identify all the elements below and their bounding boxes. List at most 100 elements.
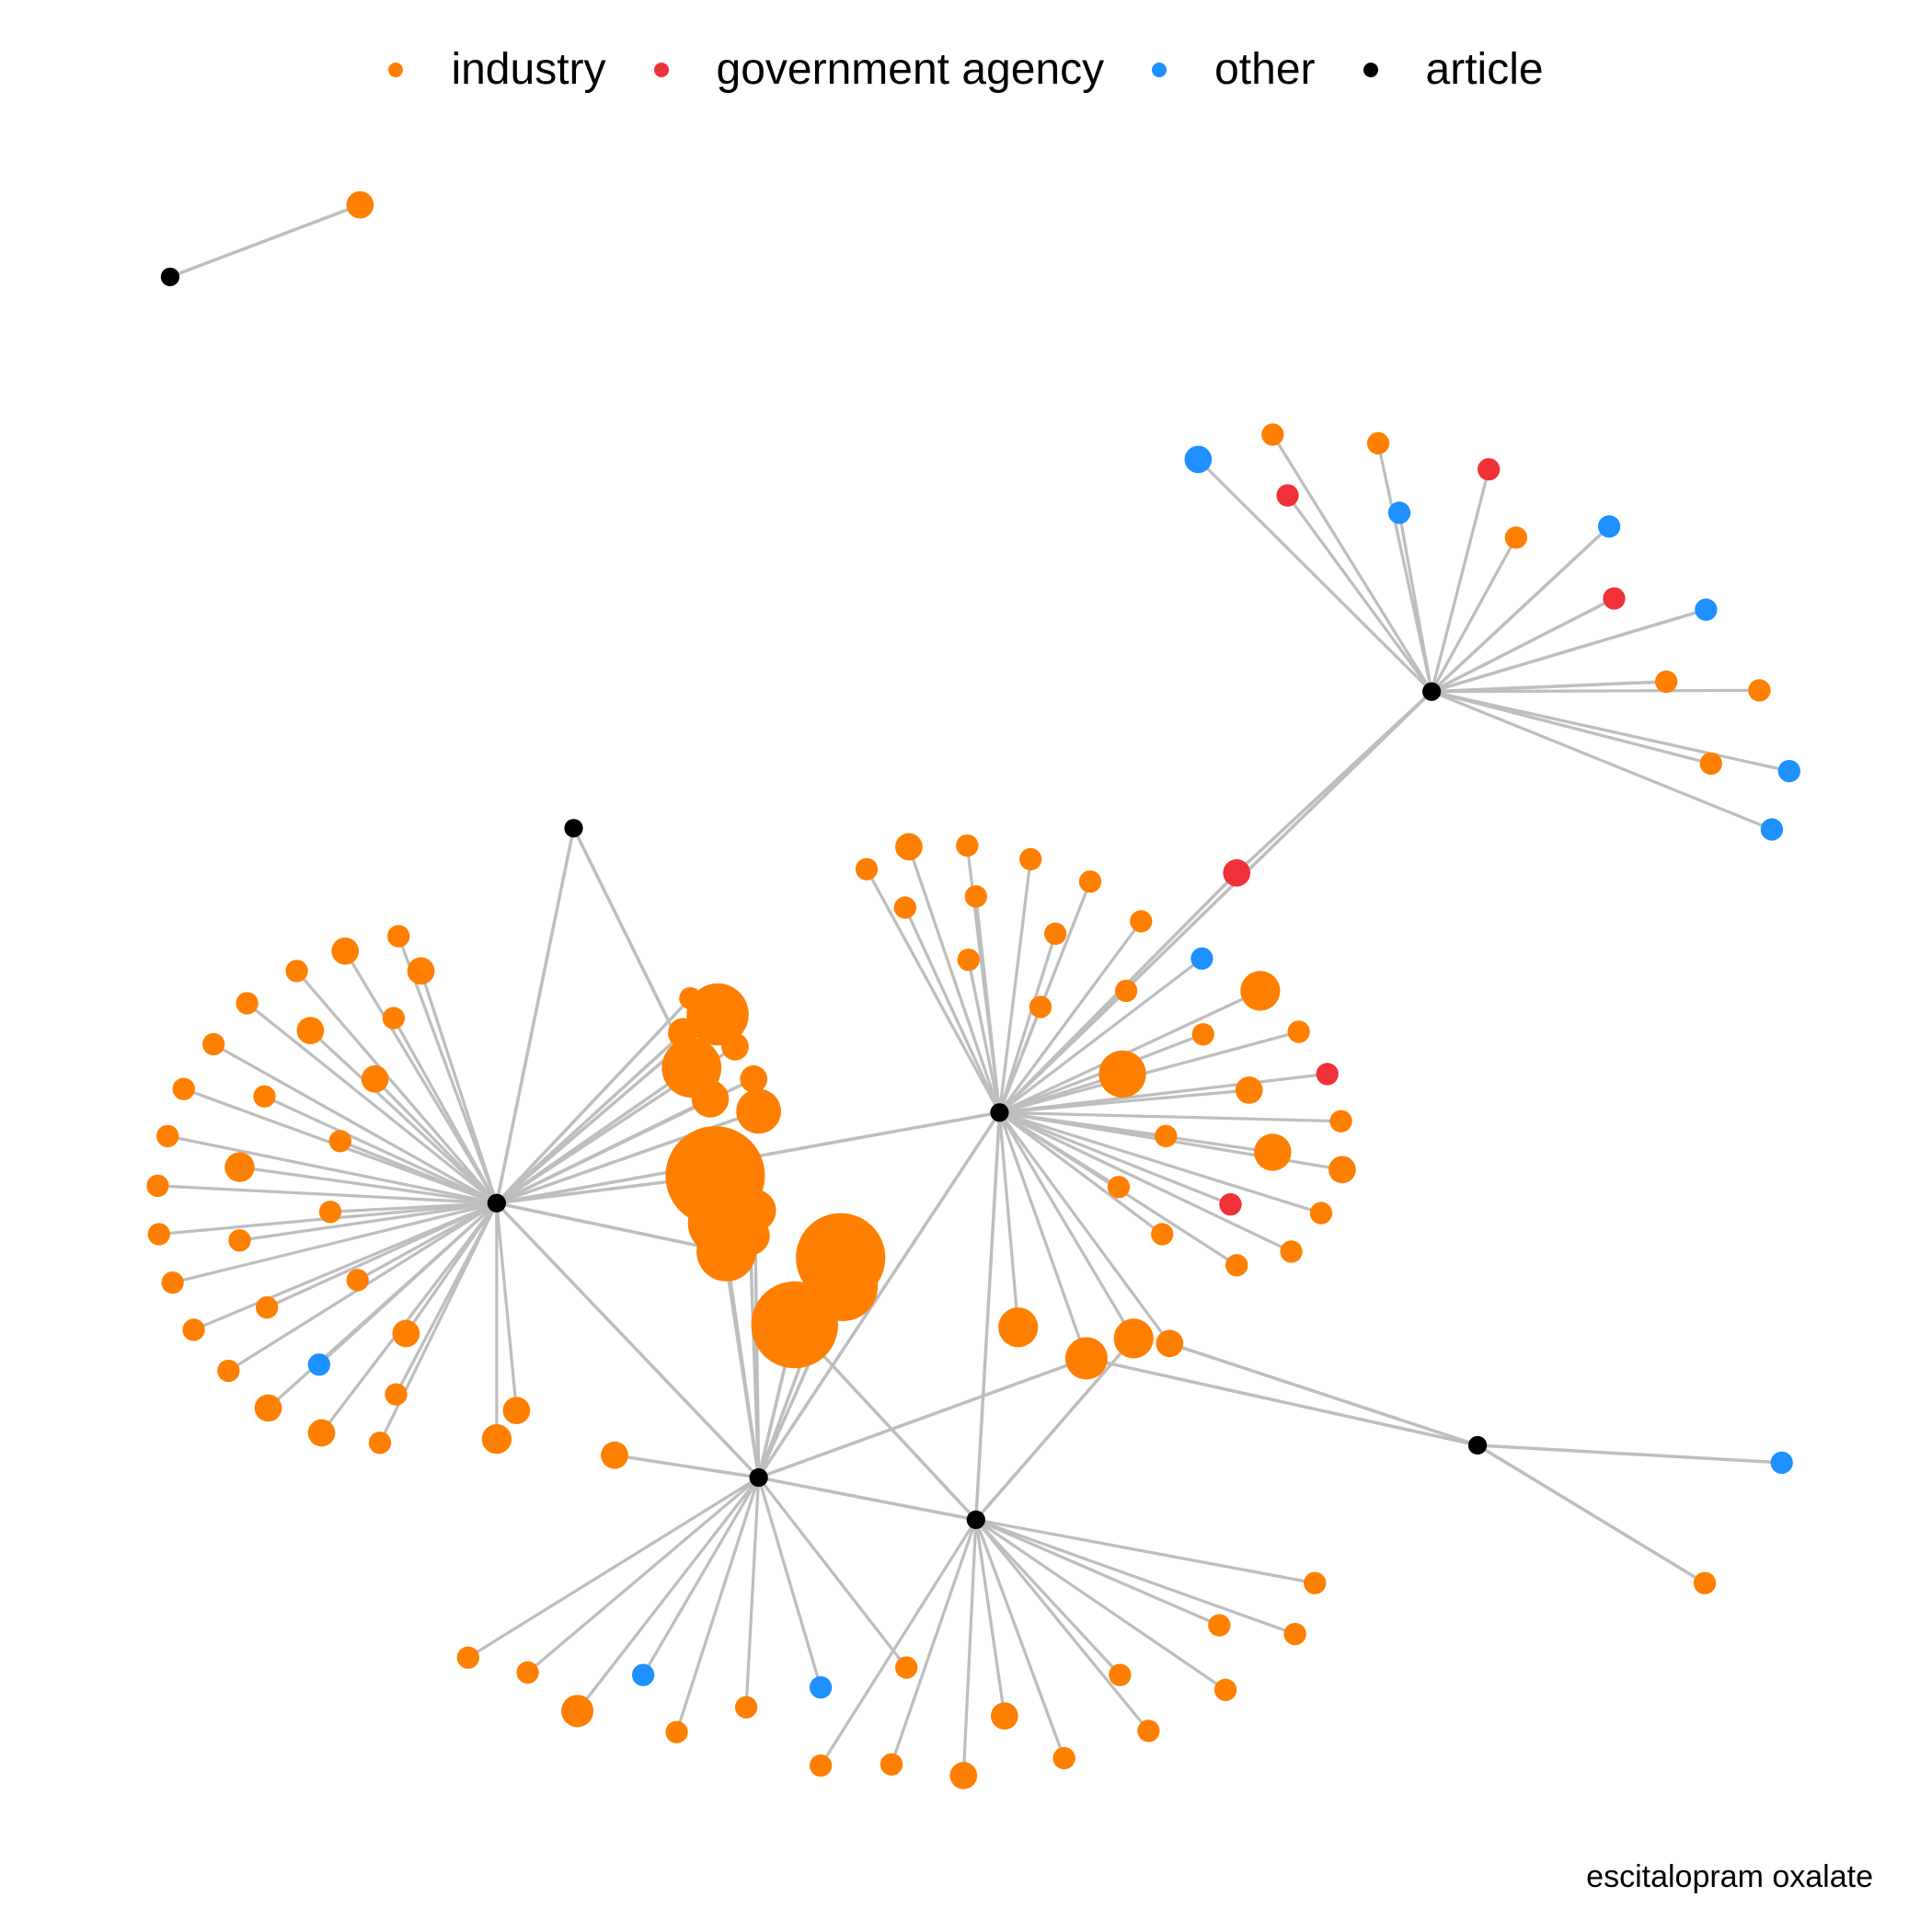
- node-industry: [691, 1080, 730, 1118]
- edge-link: [373, 1077, 499, 1205]
- edge-link: [1430, 535, 1518, 694]
- edge-link: [392, 1017, 499, 1205]
- edge-link: [339, 1139, 499, 1205]
- edge-link: [756, 1356, 1088, 1479]
- edge-link: [237, 1166, 499, 1205]
- node-industry: [318, 1201, 342, 1224]
- legend-item-industry: industry: [388, 44, 606, 95]
- node-industry: [1019, 847, 1042, 871]
- node-industry: [686, 983, 749, 1046]
- node-industry: [346, 1269, 369, 1292]
- edge-link: [1430, 596, 1616, 694]
- node-industry: [1130, 910, 1153, 933]
- edge-link: [495, 1202, 729, 1254]
- node-industry: [224, 1152, 255, 1182]
- node-article: [487, 1193, 506, 1213]
- node-industry: [1655, 670, 1678, 694]
- edge-link: [1235, 689, 1433, 875]
- legend-item-other: other: [1152, 44, 1316, 95]
- edge-link: [961, 1518, 978, 1777]
- edge-link: [319, 1202, 499, 1435]
- node-industry: [1151, 1223, 1174, 1246]
- edge-link: [756, 1476, 822, 1689]
- node-industry: [516, 1661, 539, 1685]
- node-industry: [1137, 1719, 1160, 1742]
- node-industry: [1748, 679, 1771, 702]
- node-industry: [990, 1702, 1018, 1731]
- edge-link: [974, 1518, 1227, 1692]
- edge-link: [495, 1031, 685, 1205]
- node-industry: [328, 1130, 351, 1153]
- edge-link: [974, 1518, 1317, 1585]
- edge-link: [1430, 524, 1611, 694]
- edge-link: [997, 989, 1128, 1114]
- edge-link: [997, 1110, 1171, 1345]
- node-industry: [1044, 922, 1067, 946]
- edge-link: [1476, 1443, 1784, 1465]
- node-government-agency: [1603, 587, 1626, 610]
- node-industry: [217, 1359, 240, 1383]
- node-other: [307, 1353, 330, 1376]
- node-government-agency: [1276, 484, 1299, 507]
- node-other: [1695, 598, 1718, 621]
- node-industry: [456, 1646, 479, 1669]
- node-industry: [361, 1064, 389, 1093]
- edge-link: [266, 1202, 499, 1410]
- node-other: [1760, 818, 1784, 841]
- node-industry: [740, 1064, 768, 1093]
- node-industry: [1504, 526, 1528, 549]
- node-industry: [736, 1088, 781, 1134]
- edge-link: [997, 1110, 1088, 1361]
- node-industry: [1098, 1050, 1146, 1098]
- node-article: [1421, 682, 1442, 701]
- edge-link: [495, 1065, 694, 1205]
- edge-link: [155, 1184, 499, 1205]
- edge-link: [1285, 493, 1433, 694]
- node-industry: [880, 1753, 903, 1776]
- legend-label-article: article: [1425, 45, 1544, 94]
- edge-link: [495, 1202, 761, 1479]
- edge-link: [466, 1476, 761, 1660]
- node-industry: [1078, 870, 1102, 893]
- edge-link: [212, 1042, 499, 1205]
- node-other: [809, 1675, 833, 1699]
- node-industry: [407, 957, 435, 985]
- node-industry: [296, 1017, 325, 1045]
- node-industry: [721, 1032, 749, 1061]
- node-industry: [201, 1032, 225, 1056]
- edge-link: [974, 1518, 1006, 1718]
- node-other: [1184, 445, 1213, 474]
- node-industry: [228, 1229, 251, 1252]
- node-industry: [331, 937, 360, 965]
- legend-swatch-government-agency: [653, 62, 669, 77]
- edge-link: [1167, 1341, 1479, 1447]
- node-industry: [895, 1656, 918, 1679]
- node-other: [1777, 759, 1800, 783]
- node-industry: [146, 1174, 169, 1198]
- node-industry: [1366, 431, 1390, 454]
- edge-link: [997, 1005, 1042, 1114]
- node-industry: [285, 960, 308, 983]
- node-government-agency: [1223, 858, 1251, 887]
- node-industry: [601, 1441, 628, 1469]
- node-other: [1770, 1451, 1793, 1474]
- node-industry: [809, 1754, 833, 1777]
- edge-link: [997, 1110, 1233, 1206]
- node-other: [1190, 947, 1213, 971]
- node-industry: [256, 1295, 279, 1319]
- edge-link: [907, 845, 1002, 1114]
- node-article: [966, 1510, 985, 1530]
- edge-link: [997, 1110, 1164, 1236]
- legend-item-article: article: [1363, 44, 1544, 95]
- node-industry: [156, 1124, 179, 1148]
- node-industry: [1693, 1571, 1717, 1594]
- edge-link: [166, 1134, 499, 1205]
- edge-link: [419, 969, 499, 1205]
- node-industry: [1254, 1133, 1292, 1171]
- node-industry: [1109, 1663, 1132, 1686]
- node-industry: [1235, 1076, 1263, 1104]
- edge-link: [792, 1323, 978, 1522]
- edge-link: [613, 1453, 761, 1479]
- node-industry: [957, 949, 980, 972]
- edge-link: [997, 857, 1032, 1114]
